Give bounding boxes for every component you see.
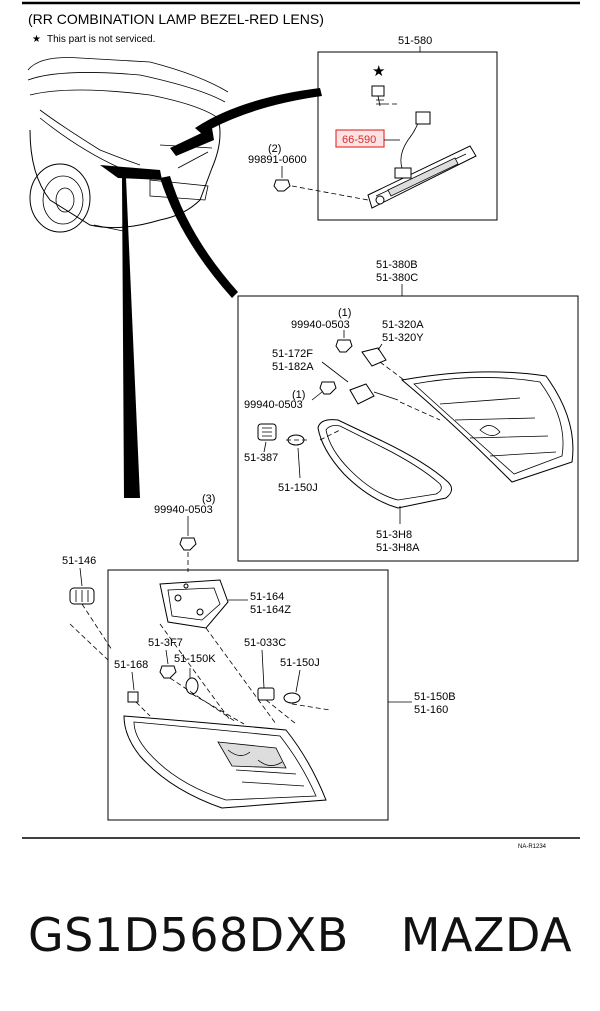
brand-name: MAZDA bbox=[400, 908, 573, 962]
high-mount-lamp bbox=[367, 145, 477, 209]
label-51-172F: 51-172F bbox=[272, 348, 313, 360]
label-51-150B: 51-150B bbox=[414, 691, 456, 703]
label-51-380C: 51-380C bbox=[376, 272, 418, 284]
label-51-146: 51-146 bbox=[62, 555, 96, 567]
callout-highlight-66-590 bbox=[335, 129, 385, 148]
label-51-380B: 51-380B bbox=[376, 259, 418, 271]
car-rear-illustration bbox=[27, 57, 229, 233]
star-icon: ★ bbox=[372, 63, 385, 80]
label-51-3H8: 51-3H8 bbox=[376, 529, 412, 541]
bulb bbox=[283, 692, 301, 704]
label-51-168: 51-168 bbox=[114, 659, 148, 671]
label-99940-0503-b: 99940-0503 bbox=[244, 399, 303, 411]
nut-part bbox=[319, 381, 337, 395]
not-serviced-note: This part is not serviced. bbox=[47, 34, 155, 45]
qty-99940-0503-a: (1) bbox=[338, 307, 351, 319]
label-51-320A: 51-320A bbox=[382, 319, 424, 331]
label-99940-0503-a: 99940-0503 bbox=[291, 319, 350, 331]
label-66-590: 66-590 bbox=[342, 134, 376, 146]
bolt-part bbox=[371, 85, 400, 107]
footer-code: NA-R1234 bbox=[518, 844, 547, 850]
nut-part bbox=[335, 339, 353, 353]
bulb-socket bbox=[257, 423, 277, 441]
part-number: GS1D568DXB bbox=[27, 908, 349, 962]
socket-part bbox=[159, 665, 177, 679]
lens-gasket bbox=[317, 419, 452, 509]
nut-part bbox=[179, 537, 197, 551]
harness-connector bbox=[415, 111, 431, 125]
label-51-150K: 51-150K bbox=[174, 653, 216, 665]
leader-band-combination-lamp bbox=[122, 178, 140, 498]
star-icon: ★ bbox=[32, 34, 41, 45]
clip-part bbox=[349, 383, 375, 405]
combination-lamp bbox=[123, 715, 327, 809]
leader-band-garnish bbox=[160, 176, 238, 298]
high-mount-lamp-panel bbox=[317, 51, 498, 221]
label-51-3F7: 51-3F7 bbox=[148, 637, 183, 649]
label-51-160: 51-160 bbox=[414, 704, 448, 716]
leader-band-high-mount bbox=[195, 88, 322, 134]
socket-part bbox=[257, 687, 275, 701]
label-51-3H8A: 51-3H8A bbox=[376, 542, 420, 554]
label-51-387: 51-387 bbox=[244, 452, 278, 464]
label-99940-0503-c: 99940-0503 bbox=[154, 504, 213, 516]
lamp-gasket bbox=[159, 579, 229, 629]
label-51-580: 51-580 bbox=[398, 35, 432, 47]
bracket-part bbox=[361, 347, 387, 367]
socket-part bbox=[69, 587, 95, 605]
label-99891-0600: 99891-0600 bbox=[248, 154, 307, 166]
diagram-title: (RR COMBINATION LAMP BEZEL-RED LENS) bbox=[28, 11, 324, 27]
garnish-lamp bbox=[400, 371, 574, 483]
label-51-164Z: 51-164Z bbox=[250, 604, 291, 616]
label-51-150J-upper: 51-150J bbox=[278, 482, 318, 494]
qty-99940-0503-b: (1) bbox=[292, 389, 305, 401]
combination-lamp-panel bbox=[107, 569, 389, 821]
bulb bbox=[185, 677, 199, 695]
label-51-033C: 51-033C bbox=[244, 637, 286, 649]
parts-diagram: (RR COMBINATION LAMP BEZEL-RED LENS) ★ T… bbox=[22, 1, 580, 850]
qty-99940-0503-c: (3) bbox=[202, 493, 215, 505]
label-51-182A: 51-182A bbox=[272, 361, 314, 373]
label-51-320Y: 51-320Y bbox=[382, 332, 424, 344]
label-51-150J-lower: 51-150J bbox=[280, 657, 320, 669]
label-51-164: 51-164 bbox=[250, 591, 284, 603]
clip-part bbox=[127, 691, 139, 703]
garnish-lens-panel bbox=[237, 295, 579, 562]
nut-part bbox=[273, 179, 291, 192]
qty-99891-0600: (2) bbox=[268, 143, 281, 155]
part-caption: GS1D568DXB MAZDA bbox=[0, 900, 600, 970]
